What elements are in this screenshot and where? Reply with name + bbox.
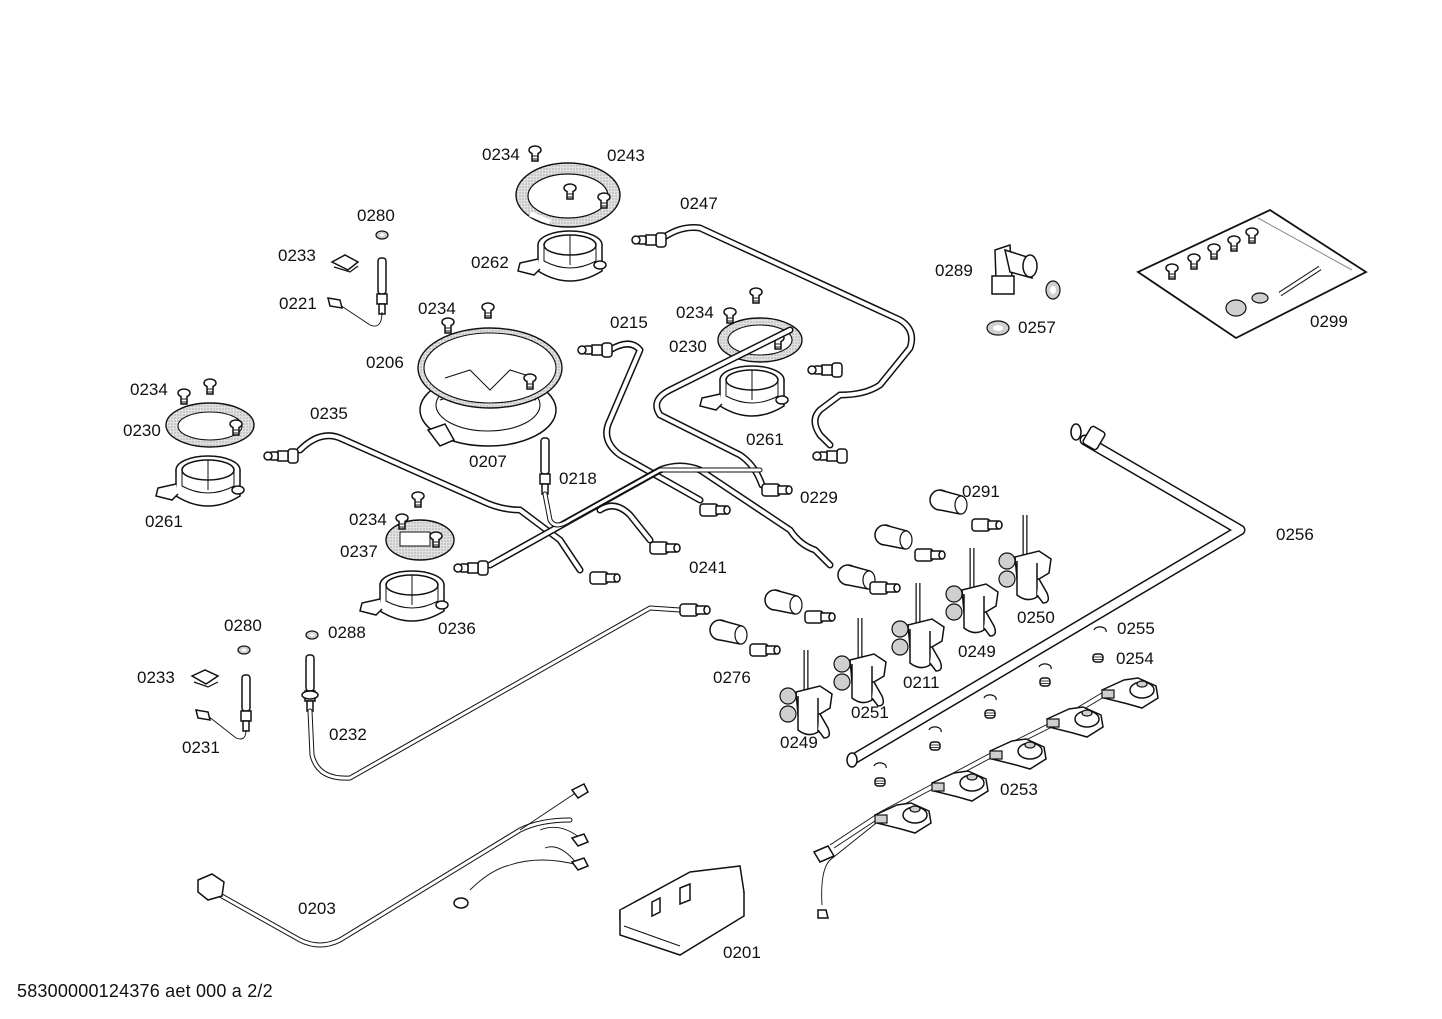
washer-0280-a[interactable]	[375, 230, 389, 240]
burner-cup-0261-a[interactable]	[155, 455, 245, 507]
gasket-0206[interactable]	[417, 327, 563, 409]
label-0221: 0221	[279, 294, 317, 313]
label-0255: 0255	[1117, 619, 1155, 638]
gas-pipe-0235[interactable]	[263, 432, 621, 585]
label-0243: 0243	[607, 146, 645, 165]
label-0289: 0289	[935, 261, 973, 280]
label-0249: 0249	[780, 733, 818, 752]
main-gas-tube-0256[interactable]	[846, 423, 1246, 768]
gasket-0230-b[interactable]	[165, 402, 255, 448]
nipple-0249[interactable]	[914, 548, 946, 562]
label-0234: 0234	[349, 510, 387, 529]
label-0288: 0288	[328, 623, 366, 642]
washer-0288[interactable]	[305, 630, 319, 640]
nipple-0276-b[interactable]	[804, 610, 836, 624]
gas-pipe-0236-feed[interactable]	[453, 462, 834, 576]
gasket-0243[interactable]	[515, 162, 621, 228]
clip-0233-b[interactable]	[190, 669, 220, 688]
label-0232: 0232	[329, 725, 367, 744]
gas-pipe-0229[interactable]	[653, 326, 794, 497]
burner-cup-0261-b[interactable]	[699, 365, 789, 417]
screw-0234-a[interactable]	[528, 145, 542, 162]
label-0261: 0261	[746, 430, 784, 449]
label-0251: 0251	[851, 703, 889, 722]
label-0250: 0250	[1017, 608, 1055, 627]
burner-cup-0236[interactable]	[359, 570, 449, 622]
label-0234: 0234	[130, 380, 168, 399]
label-0280: 0280	[357, 206, 395, 225]
label-0215: 0215	[610, 313, 648, 332]
nipple-0211[interactable]	[869, 581, 901, 595]
label-0230: 0230	[123, 421, 161, 440]
label-0299: 0299	[1310, 312, 1348, 331]
label-0253: 0253	[1000, 780, 1038, 799]
valve-0211[interactable]	[892, 583, 944, 671]
label-0234: 0234	[676, 303, 714, 322]
label-0262: 0262	[471, 253, 509, 272]
ignition-module-0201[interactable]	[619, 865, 745, 956]
label-0201: 0201	[723, 943, 761, 962]
thermocouple-0232[interactable]	[301, 603, 711, 781]
label-0218: 0218	[559, 469, 597, 488]
label-0276: 0276	[713, 668, 751, 687]
label-0236: 0236	[438, 619, 476, 638]
label-0254: 0254	[1116, 649, 1154, 668]
gasket-0230-a[interactable]	[717, 317, 803, 363]
spark-switch-harness-0253[interactable]	[812, 677, 1159, 919]
screw-0234-d[interactable]	[177, 378, 217, 405]
valve-0250[interactable]	[999, 515, 1051, 603]
gas-pipe-0247[interactable]	[631, 224, 916, 464]
label-0206: 0206	[366, 353, 404, 372]
label-0234: 0234	[482, 145, 520, 164]
injector-0247[interactable]	[807, 362, 843, 378]
label-0211: 0211	[903, 673, 940, 692]
parts-bag-0299[interactable]	[1136, 208, 1368, 340]
ignition-electrode-0221[interactable]	[326, 257, 388, 327]
gas-pipe-0241[interactable]	[596, 502, 681, 555]
ignition-electrode-0231[interactable]	[194, 674, 252, 740]
nipple-0291[interactable]	[971, 518, 1003, 532]
label-0249: 0249	[958, 642, 996, 661]
label-0203: 0203	[298, 899, 336, 918]
label-0291: 0291	[962, 482, 1000, 501]
label-0256: 0256	[1276, 525, 1314, 544]
label-0234: 0234	[418, 299, 456, 318]
label-0229: 0229	[800, 488, 838, 507]
wiring-harness-0203[interactable]	[197, 782, 590, 948]
valve-0249-a[interactable]	[946, 548, 998, 636]
nut-0249[interactable]	[874, 524, 913, 550]
nut-0276[interactable]	[709, 619, 748, 645]
nipple-0276[interactable]	[749, 643, 781, 657]
label-0280: 0280	[224, 616, 262, 635]
elbow-fitting-0289[interactable]	[991, 243, 1038, 295]
gasket-0237[interactable]	[385, 519, 455, 561]
washer-0280-b[interactable]	[237, 645, 251, 655]
document-reference-footer: 58300000124376 aet 000 a 2/2	[17, 981, 273, 1001]
label-0233: 0233	[137, 668, 175, 687]
label-0235: 0235	[310, 404, 348, 423]
label-0261: 0261	[145, 512, 183, 531]
label-0233: 0233	[278, 246, 316, 265]
thermocouple-0218[interactable]	[539, 437, 763, 528]
valve-0249-b[interactable]	[780, 650, 832, 738]
clip-0233-a[interactable]	[330, 254, 360, 273]
label-0230: 0230	[669, 337, 707, 356]
washer-0257-b[interactable]	[986, 320, 1010, 336]
label-0231: 0231	[182, 738, 220, 757]
label-0257: 0257	[1018, 318, 1056, 337]
nut-0276-b[interactable]	[764, 589, 803, 615]
label-0207: 0207	[469, 452, 507, 471]
label-0241: 0241	[689, 558, 727, 577]
part-labels: 0234 0243 0247 0280 0233 0262 0221 0234 …	[123, 145, 1348, 962]
washer-0257-a[interactable]	[1045, 280, 1061, 300]
gas-pipe-0215[interactable]	[577, 340, 731, 517]
valve-0251[interactable]	[834, 618, 886, 706]
label-0247: 0247	[680, 194, 718, 213]
burner-cup-0262[interactable]	[517, 230, 607, 282]
label-0237: 0237	[340, 542, 378, 561]
